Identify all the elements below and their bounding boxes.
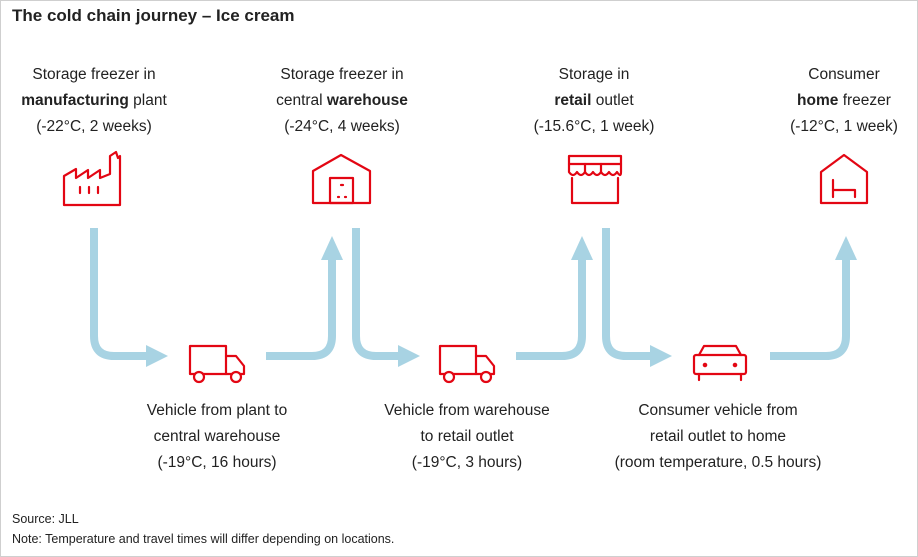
storage-line2: retail outlet (554, 92, 634, 109)
arrow-truck1-to-warehouse (266, 258, 336, 360)
truck-icon (438, 344, 496, 384)
transport-detail: (-19°C, 3 hours) (411, 454, 523, 471)
shop-icon (567, 154, 623, 205)
storage-label-warehouse: Storage freezer in central warehouse (-2… (242, 62, 442, 140)
transport-label-retail-home: Consumer vehicle from retail outlet to h… (598, 398, 838, 476)
truck-icon (188, 344, 246, 384)
storage-label-manufacturing: Storage freezer in manufacturing plant (… (0, 62, 194, 140)
transport-detail: (-19°C, 16 hours) (157, 454, 277, 471)
transport-line1: Vehicle from warehouse (384, 402, 550, 419)
storage-detail: (-15.6°C, 1 week) (533, 118, 655, 135)
storage-line1: Storage freezer in (32, 66, 156, 83)
arrow-truck2-to-shop (516, 258, 586, 360)
storage-detail: (-24°C, 4 weeks) (284, 118, 400, 135)
arrowhead-warehouse (321, 236, 343, 260)
transport-label-plant-warehouse: Vehicle from plant to central warehouse … (117, 398, 317, 476)
diagram-title: The cold chain journey – Ice cream (12, 6, 295, 25)
arrowhead-truck1 (146, 345, 168, 367)
transport-line2: retail outlet to home (649, 428, 787, 445)
storage-line1: Storage in (558, 66, 630, 83)
car-icon (692, 344, 748, 382)
storage-detail: (-22°C, 2 weeks) (36, 118, 152, 135)
storage-detail: (-12°C, 1 week) (790, 118, 898, 135)
arrow-plant-to-truck1 (90, 228, 148, 360)
arrowhead-shop (571, 236, 593, 260)
warehouse-icon (311, 153, 372, 205)
home-icon (819, 153, 869, 205)
arrowhead-car (650, 345, 672, 367)
transport-line2: central warehouse (153, 428, 281, 445)
transport-detail: (room temperature, 0.5 hours) (614, 454, 822, 471)
source-note: Source: JLL (12, 512, 79, 526)
transport-label-warehouse-retail: Vehicle from warehouse to retail outlet … (367, 398, 567, 476)
arrow-shop-to-car (602, 228, 652, 360)
storage-label-home: Consumer home freezer (-12°C, 1 week) (744, 62, 918, 140)
footnote: Note: Temperature and travel times will … (12, 532, 395, 546)
storage-label-retail: Storage in retail outlet (-15.6°C, 1 wee… (494, 62, 694, 140)
factory-icon (62, 150, 122, 207)
storage-line2: home freezer (797, 92, 891, 109)
arrow-car-to-home (770, 258, 850, 360)
storage-line1: Consumer (808, 66, 880, 83)
transport-line2: to retail outlet (420, 428, 514, 445)
storage-line2: central warehouse (276, 92, 408, 109)
storage-line2: manufacturing plant (21, 92, 167, 109)
storage-line1: Storage freezer in (280, 66, 404, 83)
arrowhead-home (835, 236, 857, 260)
arrowhead-truck2 (398, 345, 420, 367)
transport-line1: Vehicle from plant to (146, 402, 288, 419)
transport-line1: Consumer vehicle from (638, 402, 798, 419)
arrow-warehouse-to-truck2 (352, 228, 400, 360)
